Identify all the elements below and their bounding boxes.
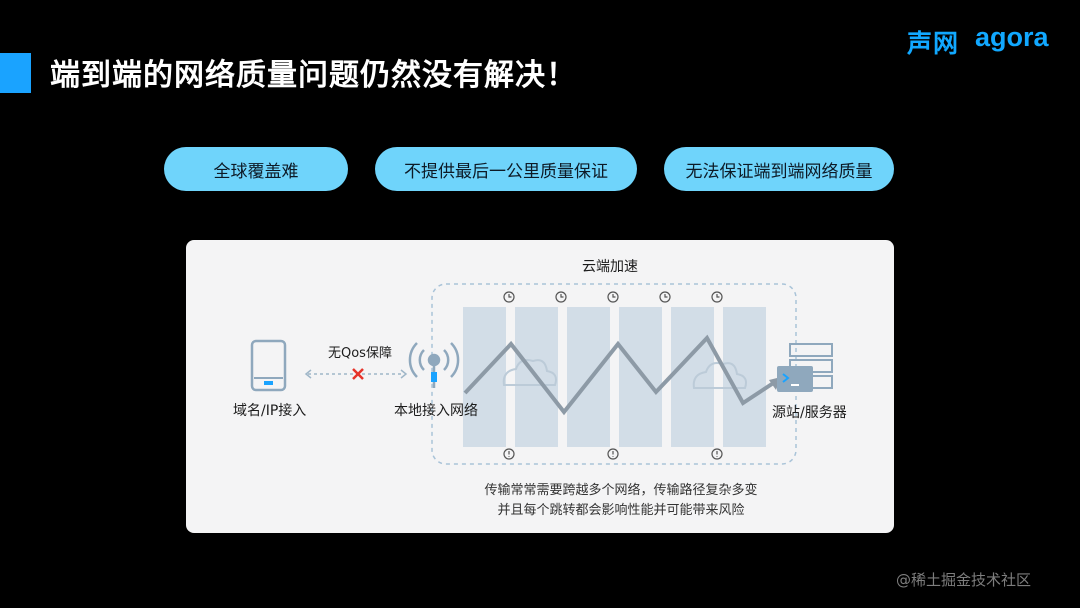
diagram-note-line2: 并且每个跳转都会影响性能并可能带来风险	[497, 503, 745, 518]
problem-pill-last-mile: 不提供最后一公里质量保证	[375, 147, 637, 191]
cloud-icon	[502, 359, 557, 386]
network-diagram	[250, 283, 833, 465]
warning-icon	[607, 448, 619, 460]
problem-pill-end-to-end: 无法保证端到端网络质量	[664, 147, 894, 191]
title-accent-bar	[0, 53, 31, 93]
relay-columns	[463, 307, 766, 447]
logo-text-en: agora	[975, 22, 1049, 52]
watermark: @稀土掘金技术社区	[896, 571, 1032, 589]
diagram-panel: 云端加速 无Qos保障 域名/IP接入 本地接入网络 源站/服务器 传输常常需要…	[186, 240, 894, 533]
warning-icon	[711, 448, 723, 460]
relay-column	[463, 307, 506, 447]
server-label: 源站/服务器	[772, 405, 847, 421]
slide-title: 端到端的网络质量问题仍然没有解决！	[50, 58, 577, 93]
local-network-label: 本地接入网络	[394, 403, 478, 419]
phone-icon	[250, 339, 287, 392]
relay-column	[671, 307, 714, 447]
logo-text-cn: 声网	[907, 29, 960, 58]
clock-icon	[607, 291, 619, 303]
clock-icons	[503, 291, 723, 303]
clock-icon	[503, 291, 515, 303]
clock-icon	[711, 291, 723, 303]
relay-column	[567, 307, 610, 447]
diagram-note-line1: 传输常常需要跨越多个网络，传输路径复杂多变	[484, 483, 758, 498]
transport-path	[463, 334, 777, 416]
relay-column	[619, 307, 662, 447]
cloud-acceleration-label: 云端加速	[582, 259, 638, 275]
clock-icon	[555, 291, 567, 303]
x-icon	[352, 368, 364, 380]
device-access-label: 域名/IP接入	[233, 403, 307, 419]
problem-pill-coverage: 全球覆盖难	[164, 147, 348, 191]
clock-icon	[659, 291, 671, 303]
warning-icon	[503, 448, 515, 460]
no-qos-link	[304, 368, 408, 380]
warning-icons	[503, 448, 723, 460]
no-qos-label: 无Qos保障	[328, 346, 392, 361]
antenna-icon	[408, 342, 460, 388]
terminal-icon	[777, 366, 813, 392]
